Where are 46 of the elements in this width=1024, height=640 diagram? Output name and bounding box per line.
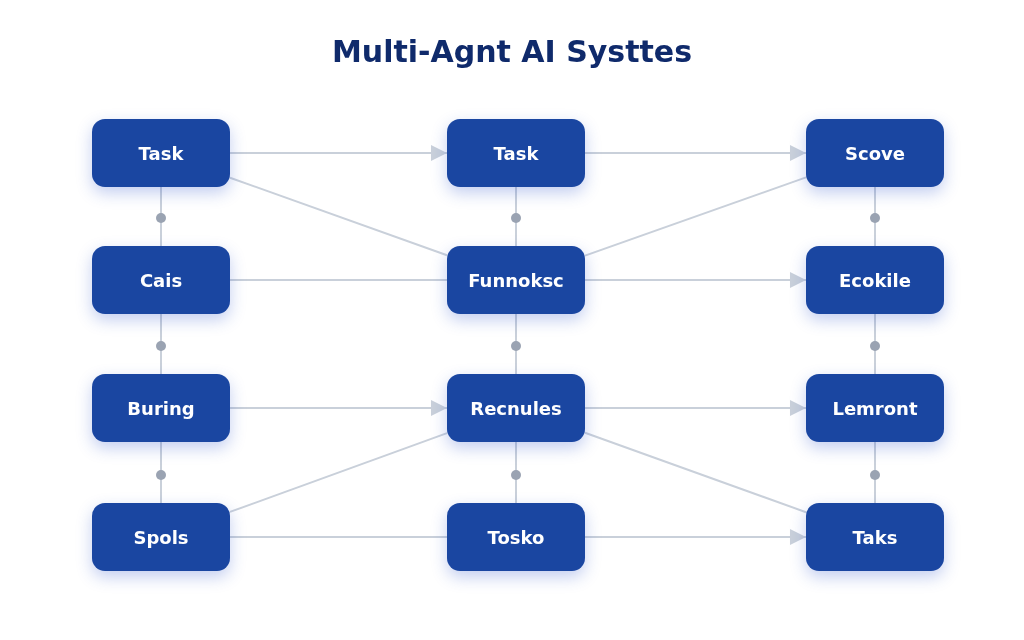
agent-box <box>92 374 230 442</box>
arrow <box>584 529 807 545</box>
connector-line <box>870 441 880 504</box>
arrow <box>229 400 448 416</box>
node-label: Scove <box>845 142 905 164</box>
connector-line <box>511 441 521 504</box>
agent-box <box>447 119 585 187</box>
connector-line <box>511 313 521 375</box>
connector-line <box>584 176 807 257</box>
connector-line <box>870 313 880 375</box>
arrow <box>584 145 807 161</box>
node-label: Funnoksc <box>468 269 564 291</box>
connector-line <box>584 431 807 514</box>
connector-line <box>156 186 166 247</box>
connector-line <box>229 432 448 513</box>
diagram-title: Multi-Agnt AI Systtes <box>331 34 693 69</box>
node-label: Recnules <box>470 397 562 419</box>
connector-line <box>229 279 448 281</box>
agent-box <box>447 374 585 442</box>
node-label: Taks <box>852 526 898 548</box>
node-label: Lemront <box>832 397 918 419</box>
agent-box <box>447 503 585 571</box>
node-label: Buring <box>127 397 195 419</box>
node-label: Tosko <box>487 526 545 548</box>
agent-box <box>447 246 585 314</box>
connector-line <box>156 441 166 504</box>
connector-line <box>229 176 448 257</box>
connector-line <box>229 536 448 538</box>
arrow <box>229 145 448 161</box>
node-label: Ecokile <box>839 269 911 291</box>
agent-box <box>806 246 944 314</box>
arrow <box>584 272 807 288</box>
node-label: Spols <box>133 526 189 548</box>
agent-box <box>806 374 944 442</box>
node-label: Cais <box>139 269 183 291</box>
agent-box <box>806 503 944 571</box>
node-label: Task <box>493 142 539 164</box>
connector-line <box>870 186 880 247</box>
connector-line <box>156 313 166 375</box>
node-label: Task <box>138 142 184 164</box>
agent-box <box>92 119 230 187</box>
connector-line <box>511 186 521 247</box>
agent-box <box>92 246 230 314</box>
agent-box <box>806 119 944 187</box>
agent-box <box>92 503 230 571</box>
arrow <box>584 400 807 416</box>
